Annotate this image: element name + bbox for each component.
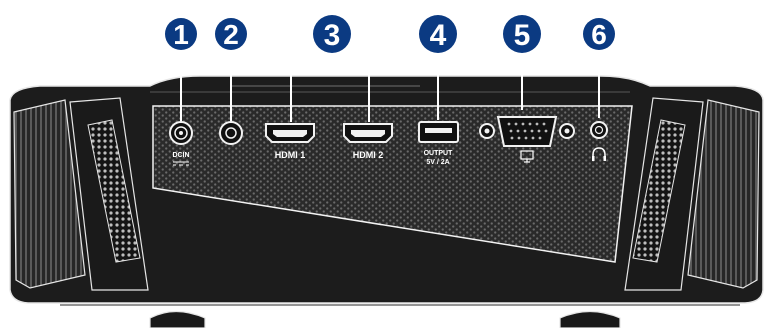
callout-3-circle: [313, 15, 351, 53]
monitor-icon: [520, 150, 534, 163]
right-speaker-grille: [632, 119, 686, 263]
callout-1-circle: [165, 18, 197, 50]
hdmi2-label: HDMI 2: [353, 150, 384, 160]
headphone-icon: [592, 147, 606, 161]
hdmi2-port: [343, 123, 393, 143]
callout-1-number: 1: [173, 19, 189, 50]
callout-3-number: 3: [324, 19, 341, 52]
usb-output-label-line1: OUTPUT: [424, 150, 454, 157]
right-side-panel: [624, 97, 760, 291]
callout-4-circle: [419, 15, 457, 53]
usb-output-port: [418, 121, 459, 143]
left-speaker-grille: [87, 119, 141, 263]
callout-6-circle: [583, 18, 615, 50]
headphone-jack-port: [590, 121, 608, 139]
callout-6-number: 6: [591, 19, 607, 50]
left-side-panel: [13, 97, 149, 291]
hdmi1-port: [265, 123, 315, 143]
bottom-feet: [60, 304, 740, 328]
callout-2-circle: [215, 18, 247, 50]
callout-5: 5: [503, 15, 541, 53]
callout-3: 3: [313, 15, 351, 53]
dc-in-port: [169, 121, 193, 145]
hdmi1-label: HDMI 1: [275, 150, 306, 160]
callout-2: 2: [215, 18, 247, 50]
callout-5-circle: [503, 15, 541, 53]
callout-6: 6: [583, 18, 615, 50]
callout-4-number: 4: [430, 19, 447, 52]
usb-output-label-line2: 5V / 2A: [426, 159, 449, 166]
callout-1: 1: [165, 18, 197, 50]
vga-port: [479, 116, 575, 147]
callout-2-number: 2: [223, 19, 239, 50]
dc-in-label: DCIN: [172, 152, 189, 159]
audio-jack-icon: [219, 121, 243, 145]
callout-4: 4: [419, 15, 457, 53]
callout-lines: [180, 48, 600, 122]
dc-polarity-icon: [173, 161, 189, 166]
callout-5-number: 5: [514, 19, 531, 52]
